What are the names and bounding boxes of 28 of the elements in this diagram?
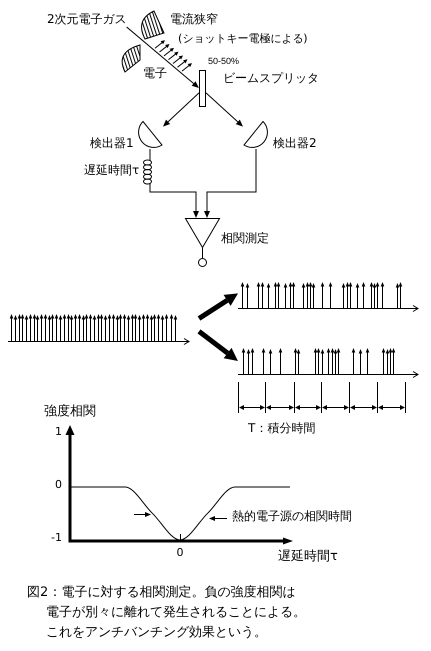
detector-label: 検出器1 xyxy=(90,136,134,150)
electrode-label: 電流狭窄 xyxy=(170,12,218,26)
arrow xyxy=(204,148,256,218)
interval-label: T：積分時間 xyxy=(248,421,316,436)
correlator-label: 相関測定 xyxy=(221,231,269,246)
thick-arrow xyxy=(198,293,238,321)
annotation-text: 熱的電子源の相関時間 xyxy=(232,509,352,524)
caption: 図2：電子に対する相関測定。負の強度相関は電子が別々に離れて発生されることによる。これをアンチバンチング効果という。 xyxy=(27,584,307,642)
channel-label: 2次元電子ガス xyxy=(47,12,127,27)
electrode-note: (ショットキー電極による) xyxy=(178,32,308,46)
arrow xyxy=(126,26,199,88)
arrow xyxy=(206,92,243,127)
axis-label: 強度相関 xyxy=(44,404,96,420)
ratio-label: 50-50% xyxy=(208,56,240,67)
splitter-label: ビームスプリッタ xyxy=(223,71,319,86)
tick-label: -1 xyxy=(51,531,62,544)
axis-label: 遅延時間τ xyxy=(278,549,338,565)
delay-label: 遅延時間τ xyxy=(84,163,140,178)
tick-label: 0 xyxy=(176,546,184,560)
electron-label: 電子 xyxy=(143,66,167,80)
output-terminal xyxy=(198,258,207,267)
connector-line xyxy=(202,248,203,258)
arrow xyxy=(150,186,199,218)
thick-arrow xyxy=(197,329,238,361)
tick-label: 1 xyxy=(55,425,62,438)
tick-label: 0 xyxy=(55,478,62,492)
detector-label: 検出器2 xyxy=(273,136,317,150)
arrow xyxy=(163,92,200,127)
